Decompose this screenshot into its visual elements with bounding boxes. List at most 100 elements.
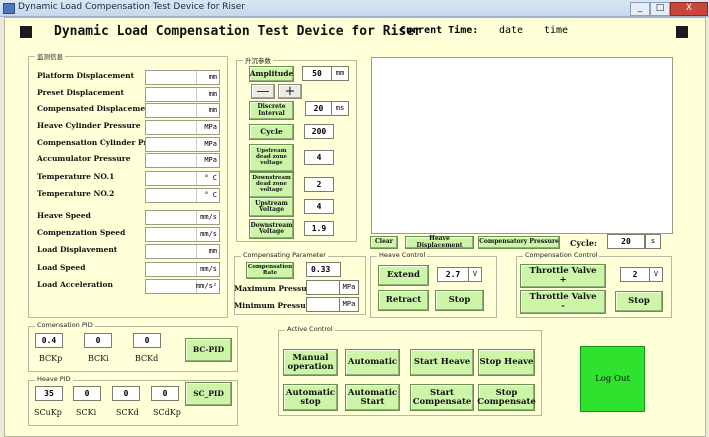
decrease-button[interactable]: —	[251, 84, 275, 99]
monitor-value-9[interactable]: mm/s	[145, 227, 220, 242]
bcki-input[interactable]: 0	[84, 333, 112, 348]
bckd-input[interactable]: 0	[133, 333, 161, 348]
monitor-value-1[interactable]: mm	[145, 87, 220, 102]
monitor-label-2: Compensated Displacement	[37, 104, 155, 113]
amplitude-button[interactable]: Amplitude	[249, 66, 294, 82]
bcki-label: BCKi	[88, 354, 109, 363]
monitor-separator	[196, 121, 197, 134]
stop-heave-button[interactable]: Stop Heave	[478, 349, 535, 376]
log-out-button[interactable]: Log Out	[580, 346, 645, 412]
page-title: Dynamic Load Compensation Test Device fo…	[54, 24, 422, 39]
downstream-dead-zone-button[interactable]: Downstream dead zone voltage	[249, 172, 294, 198]
monitor-separator	[196, 88, 197, 101]
automatic-stop-button[interactable]: Automatic stop	[283, 384, 338, 411]
clear-button[interactable]: Clear	[370, 236, 398, 249]
cycle-button[interactable]: Cycle	[249, 124, 294, 140]
header-square-icon-left	[20, 26, 32, 38]
monitor-unit-10: mm	[208, 247, 217, 255]
upstream-dead-zone-button[interactable]: Upstream dead zone voltage	[249, 144, 294, 172]
discrete-interval-input[interactable]: 20	[305, 101, 332, 116]
downstream-dead-zone-input[interactable]: 2	[304, 177, 334, 192]
heave-control-title: Heave Control	[377, 251, 428, 259]
scukp-input[interactable]: 35	[35, 386, 63, 401]
plot-cycle-input[interactable]: 20	[607, 234, 645, 249]
window-title: Dynamic Load Compensation Test Device fo…	[18, 2, 245, 12]
upstream-voltage-button[interactable]: Upstream Voltage	[249, 197, 294, 217]
automatic-button[interactable]: Automatic	[345, 349, 400, 376]
cycle-input[interactable]: 200	[304, 124, 334, 139]
window-titlebar: Dynamic Load Compensation Test Device fo…	[0, 0, 709, 17]
throttle-valve-minus-button[interactable]: Throttle Valve -	[520, 290, 606, 314]
sckd-input[interactable]: 0	[112, 386, 140, 401]
heave-control-group: Heave Control	[370, 251, 497, 318]
maximum-pressure-input[interactable]	[306, 280, 340, 295]
monitor-unit-1: mm	[208, 90, 217, 98]
monitor-label-9: Compenzation Speed	[37, 228, 126, 237]
bckp-input[interactable]: 0.4	[35, 333, 63, 348]
monitoring-group: 监测信息	[28, 51, 228, 318]
downstream-voltage-input[interactable]: 1.9	[304, 221, 334, 236]
extend-button[interactable]: Extend	[378, 265, 429, 286]
scdkp-input[interactable]: 0	[151, 386, 179, 401]
monitor-value-3[interactable]: MPa	[145, 120, 220, 135]
upstream-voltage-input[interactable]: 4	[304, 199, 334, 214]
monitor-unit-2: mm	[208, 106, 217, 114]
compensation-voltage-input[interactable]: 2	[620, 267, 650, 282]
compensatory-pressure-button[interactable]: Compensatory Pressure	[478, 236, 560, 249]
monitor-value-5[interactable]: MPa	[145, 153, 220, 168]
monitor-value-7[interactable]: ° C	[145, 188, 220, 203]
monitor-separator	[196, 71, 197, 84]
discrete-interval-button[interactable]: Discrete Interval	[249, 101, 294, 120]
monitor-value-10[interactable]: mm	[145, 244, 220, 259]
maximize-button[interactable]: □	[650, 2, 670, 16]
compensation-rate-button[interactable]: Compensation Rate	[246, 262, 294, 279]
monitor-value-12[interactable]: mm/s²	[145, 279, 220, 294]
heave-stop-button[interactable]: Stop	[435, 290, 484, 311]
bckd-label: BCKd	[135, 354, 159, 363]
plot-cycle-unit: s	[645, 234, 661, 249]
monitor-value-2[interactable]: mm	[145, 103, 220, 118]
close-button[interactable]: X	[670, 2, 708, 16]
minimum-pressure-input[interactable]	[306, 297, 340, 312]
monitor-unit-11: mm/s	[200, 265, 217, 273]
monitor-separator	[196, 245, 197, 258]
start-compensate-button[interactable]: Start Compensate	[410, 384, 474, 411]
upstream-dead-zone-input[interactable]: 4	[304, 150, 334, 165]
monitor-value-0[interactable]: mm	[145, 70, 220, 85]
plot-area[interactable]	[371, 57, 673, 234]
monitor-label-7: Temperature NO.2	[37, 189, 115, 198]
start-heave-button[interactable]: Start Heave	[410, 349, 474, 376]
downstream-voltage-button[interactable]: Downstream Voltage	[249, 219, 294, 239]
monitor-unit-6: ° C	[204, 174, 217, 182]
retract-button[interactable]: Retract	[378, 290, 429, 311]
automatic-start-button[interactable]: Automatic Start	[345, 384, 400, 411]
heave-displacement-button[interactable]: Heave Displacement	[405, 236, 474, 249]
monitor-unit-5: MPa	[204, 156, 217, 164]
monitor-label-11: Load Speed	[37, 263, 86, 272]
header-bar: Dynamic Load Compensation Test Device fo…	[14, 22, 694, 44]
manual-operation-button[interactable]: Manual operation	[283, 349, 338, 376]
bc-pid-button[interactable]: BC-PID	[185, 338, 232, 362]
compensation-stop-button[interactable]: Stop	[615, 291, 663, 312]
monitor-unit-3: MPa	[204, 123, 217, 131]
heave-pid-title: Heave PID	[35, 375, 73, 383]
stop-compensate-button[interactable]: Stop Compensate	[477, 384, 536, 411]
header-square-icon-right	[676, 26, 688, 38]
increase-button[interactable]: +	[278, 84, 302, 99]
monitor-separator	[196, 211, 197, 224]
heave-voltage-input[interactable]: 2.7	[437, 267, 469, 282]
monitor-value-4[interactable]: MPa	[145, 137, 220, 152]
throttle-valve-plus-button[interactable]: Throttle Valve +	[520, 264, 606, 288]
compensation-rate-input[interactable]: 0.33	[306, 262, 341, 277]
compensating-parameter-title: Compensating Parameter	[241, 251, 328, 259]
bckp-label: BCKp	[39, 354, 63, 363]
scki-input[interactable]: 0	[73, 386, 101, 401]
amplitude-input[interactable]: 50	[302, 66, 332, 81]
monitor-unit-7: ° C	[204, 191, 217, 199]
monitor-value-11[interactable]: mm/s	[145, 262, 220, 277]
monitor-separator	[196, 189, 197, 202]
sc-pid-button[interactable]: SC_PID	[185, 382, 232, 406]
minimize-button[interactable]: _	[630, 2, 650, 16]
monitor-value-6[interactable]: ° C	[145, 171, 220, 186]
monitor-value-8[interactable]: mm/s	[145, 210, 220, 225]
